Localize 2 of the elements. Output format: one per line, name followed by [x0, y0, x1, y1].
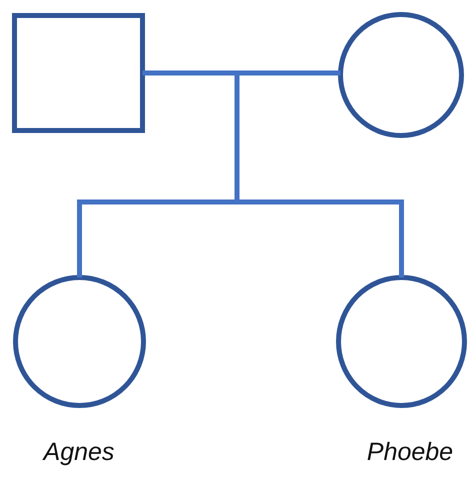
person-name: Phoebe	[366, 438, 454, 467]
person-name: Agnes	[44, 438, 114, 467]
